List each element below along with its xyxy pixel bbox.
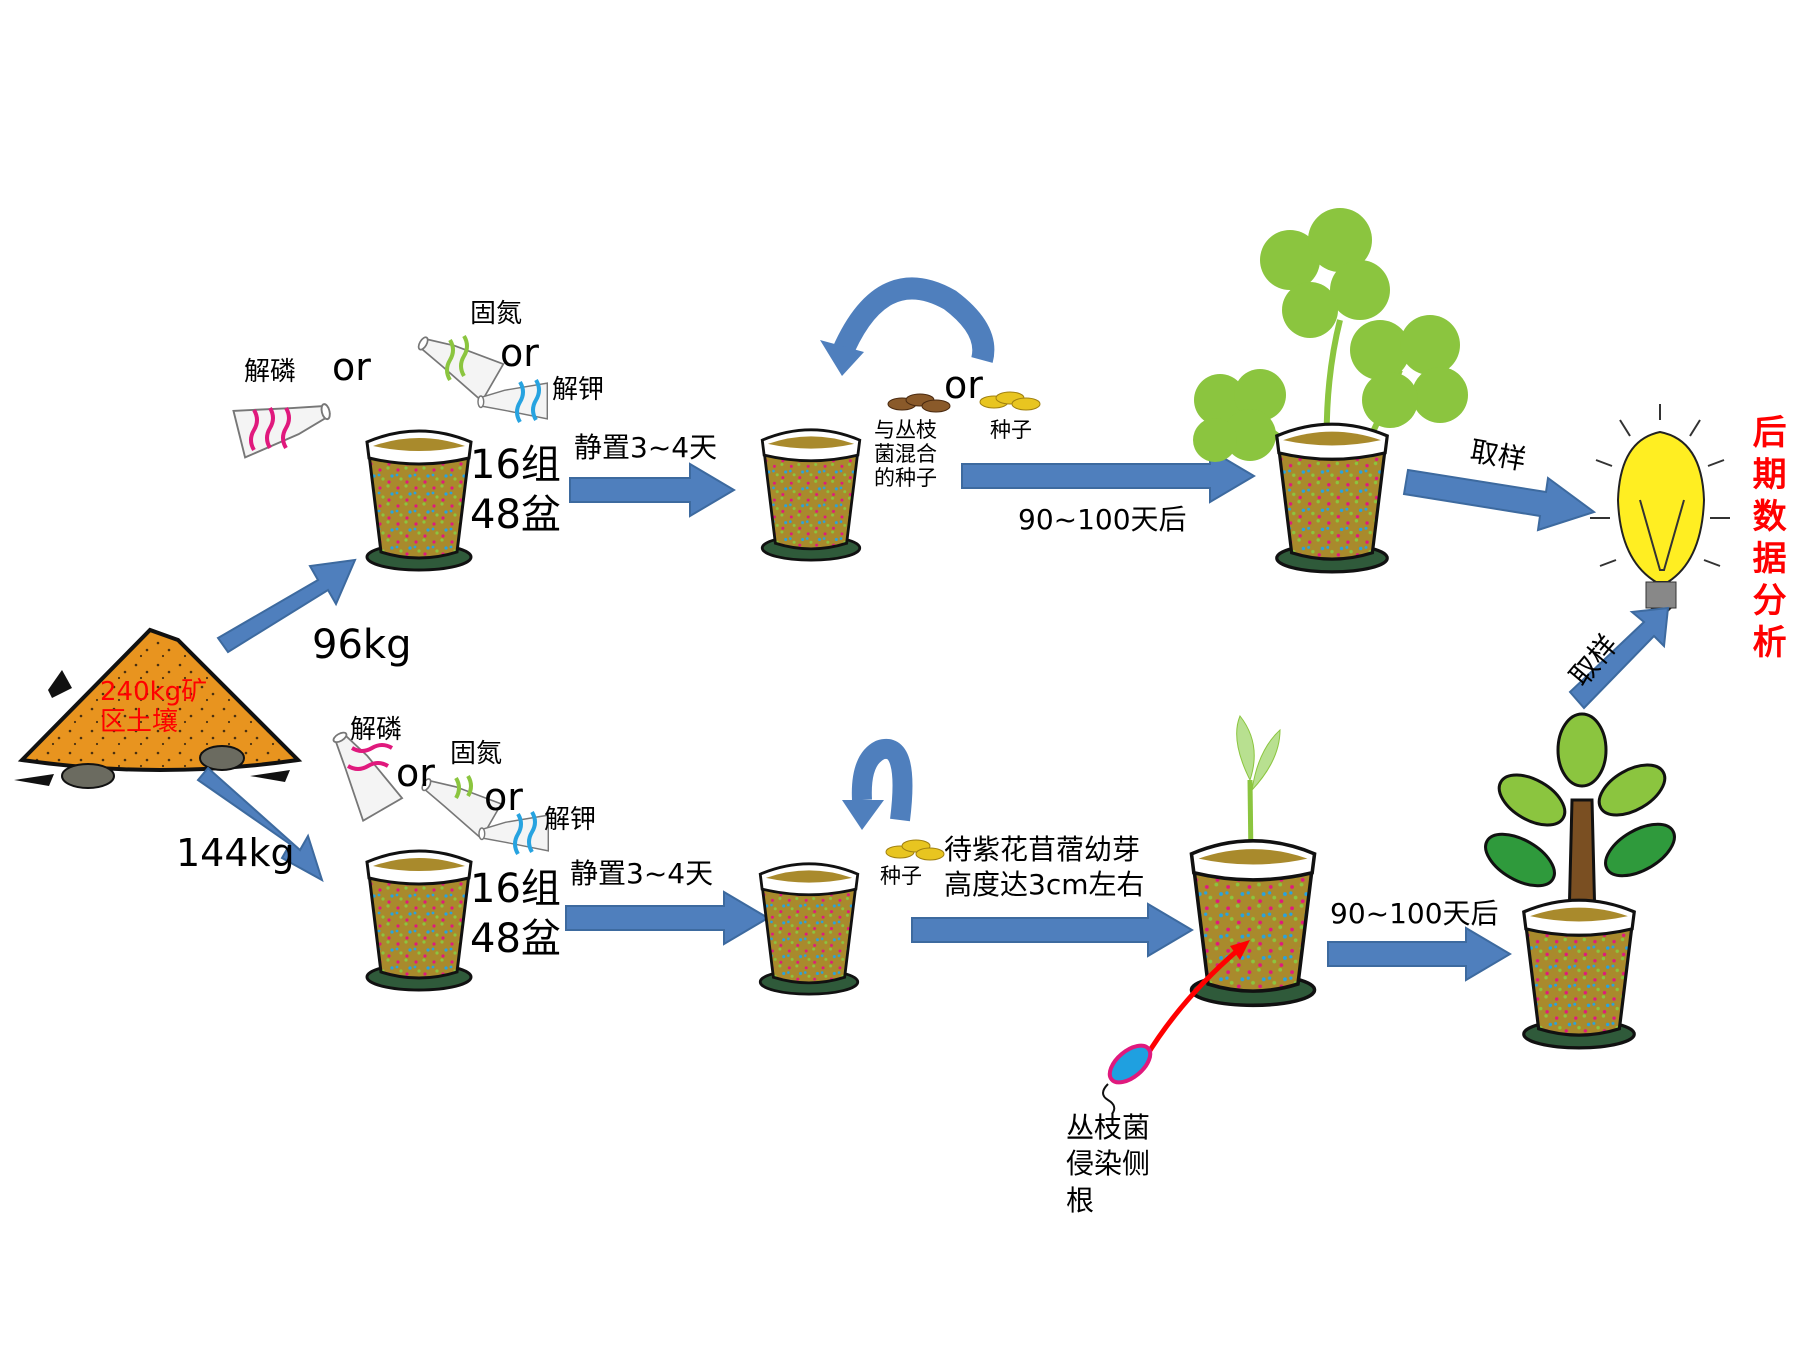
flask-phosphate-label-bottom: 解磷 <box>350 715 403 745</box>
tree-plant-icon <box>1484 712 1676 964</box>
or-label: or <box>500 331 539 375</box>
top-weight-label: 96kg <box>312 622 412 668</box>
arrow-sprout <box>911 902 1194 958</box>
groups-label-top: 16组 <box>470 442 561 488</box>
pot-bottom-sprout <box>1189 839 1317 1008</box>
fungus-infection-label: 丛枝菌 侵染侧 根 <box>1066 1111 1151 1217</box>
ant-icon <box>14 774 54 786</box>
seed-or-label: or <box>944 363 983 407</box>
cycle-arrow-bottom <box>851 739 913 822</box>
data-analysis-label: 后期数据分析 <box>1746 414 1787 666</box>
pot-top-grown <box>1275 422 1389 574</box>
infection-arrow <box>1141 948 1240 1062</box>
rest-label-bottom: 静置3~4天 <box>570 857 714 890</box>
bacterium-icon <box>1102 1043 1153 1115</box>
flask-nitrogen-label-top: 固氮 <box>470 299 523 329</box>
flask-nitrogen-bottom <box>413 764 503 840</box>
arrow-to-bottom-branch <box>196 766 324 883</box>
cycle-arrow-top <box>829 277 995 363</box>
pot-bottom-rested <box>758 862 860 996</box>
flask-phosphate-top <box>232 387 337 459</box>
flask-phosphate-label-top: 解磷 <box>244 357 297 387</box>
pots-label-top: 48盆 <box>470 492 561 538</box>
plain-seed-label-top: 种子 <box>990 418 1032 442</box>
soil-pile-icon <box>14 627 303 789</box>
lightbulb-icon <box>1590 404 1730 618</box>
mixed-seed-label: 与丛枝 菌混合 的种子 <box>874 418 937 491</box>
or-label: or <box>332 345 371 389</box>
pot-top-rested <box>760 428 862 562</box>
arrow-grow-bottom <box>1327 926 1512 982</box>
seeds-plain-icon <box>979 391 1041 411</box>
ant-icon <box>250 770 290 782</box>
ant-icon <box>48 670 72 698</box>
clover-plant-icon <box>1193 208 1468 502</box>
cycle-arrowhead-top <box>820 340 864 376</box>
sprout-condition-label: 待紫花苜蓿幼芽 高度达3cm左右 <box>944 833 1145 901</box>
rest-label-top: 静置3~4天 <box>574 431 718 464</box>
or-label: or <box>484 775 523 819</box>
or-label: or <box>396 751 435 795</box>
grow-duration-label-bottom: 90~100天后 <box>1330 897 1499 930</box>
soil-source-label: 240kg矿 区土壤 <box>100 677 208 737</box>
flask-potassium-label-top: 解钾 <box>552 375 605 405</box>
seeds-mixed-icon <box>887 393 951 413</box>
arrow-sample-top <box>1402 468 1597 532</box>
flask-potassium-label-bottom: 解钾 <box>544 805 597 835</box>
arrow-rest-top <box>569 462 736 518</box>
grow-duration-label-top: 90~100天后 <box>1018 503 1187 536</box>
flask-nitrogen-label-bottom: 固氮 <box>450 739 503 769</box>
plain-seed-label-bottom: 种子 <box>880 864 922 888</box>
pot-bottom-inoculated <box>365 849 473 992</box>
pots-label-bottom: 48盆 <box>470 916 561 962</box>
arrow-rest-bottom <box>565 890 770 946</box>
cycle-arrowhead-bottom <box>842 800 884 830</box>
flask-potassium-bottom <box>478 810 550 856</box>
arrow-sample-bottom <box>1568 606 1670 710</box>
pot-bottom-grown <box>1521 898 1637 1050</box>
arrow-to-top-branch <box>216 558 357 654</box>
flask-nitrogen-top <box>409 321 505 402</box>
pot-top-inoculated <box>365 429 473 572</box>
arrow-grow-top <box>961 448 1256 504</box>
groups-label-bottom: 16组 <box>470 866 561 912</box>
bottom-weight-label: 144kg <box>176 831 295 875</box>
seeds-bottom-icon <box>885 839 945 861</box>
flask-phosphate-bottom <box>318 721 403 822</box>
flask-potassium-top <box>477 378 549 424</box>
